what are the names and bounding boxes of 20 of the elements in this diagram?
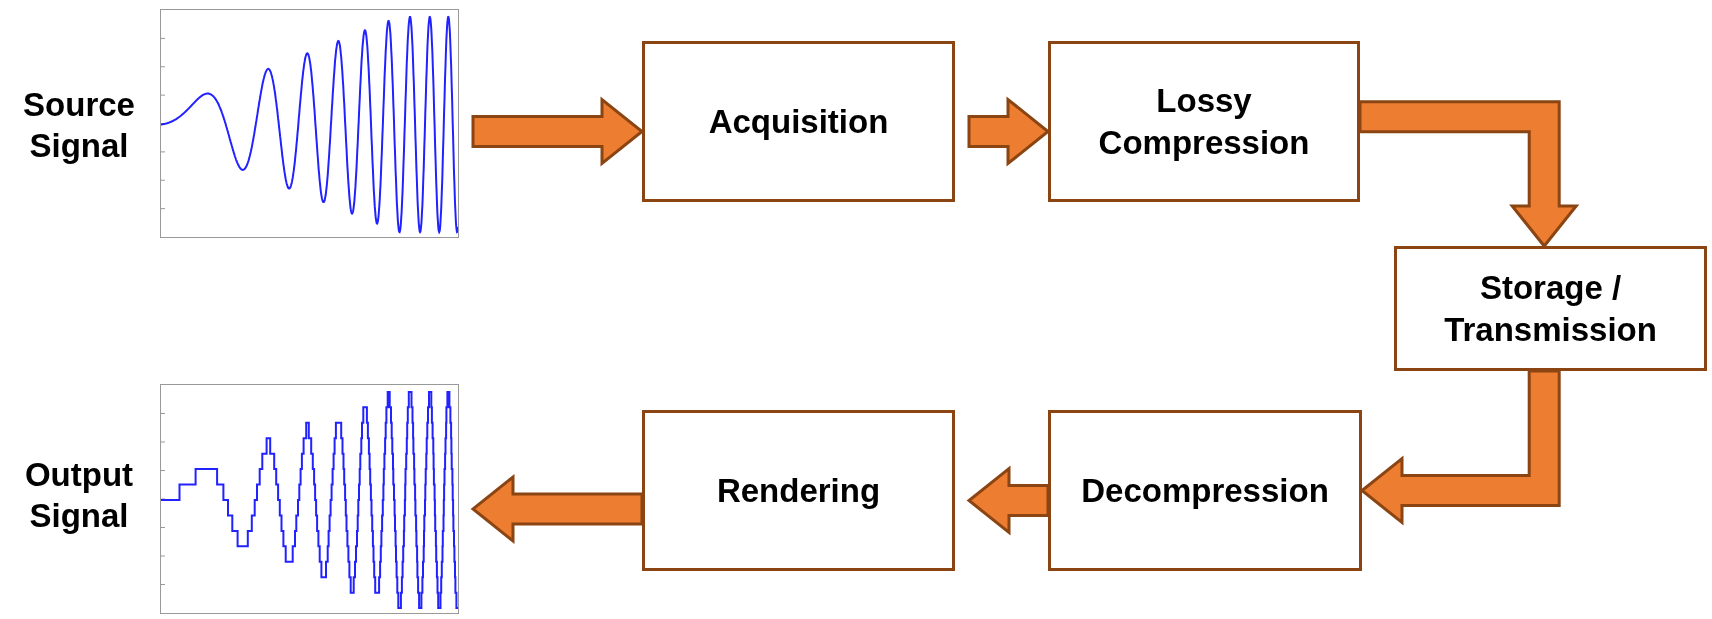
signal-label: Source Signal xyxy=(22,84,136,166)
waveform-plot-drawing xyxy=(160,384,459,614)
block-arrow xyxy=(1358,100,1580,249)
box-label: Rendering xyxy=(715,470,882,511)
block-arrow xyxy=(966,465,1050,536)
block-arrow xyxy=(967,96,1051,167)
process-box xyxy=(642,410,955,571)
box-label: Lossy Compression xyxy=(1097,81,1311,163)
block-arrow xyxy=(471,96,645,167)
block-arrow xyxy=(1359,369,1561,526)
box-label: Decompression xyxy=(1080,470,1330,511)
waveform-plot-drawing xyxy=(160,9,459,238)
box-label: Storage / Transmission xyxy=(1443,268,1658,350)
process-box xyxy=(642,41,955,202)
process-box xyxy=(1048,41,1360,202)
process-box xyxy=(1048,410,1362,571)
signal-label: Output Signal xyxy=(23,454,135,536)
process-box xyxy=(1394,246,1707,371)
box-label: Acquisition xyxy=(707,101,890,142)
block-arrow xyxy=(470,473,644,545)
